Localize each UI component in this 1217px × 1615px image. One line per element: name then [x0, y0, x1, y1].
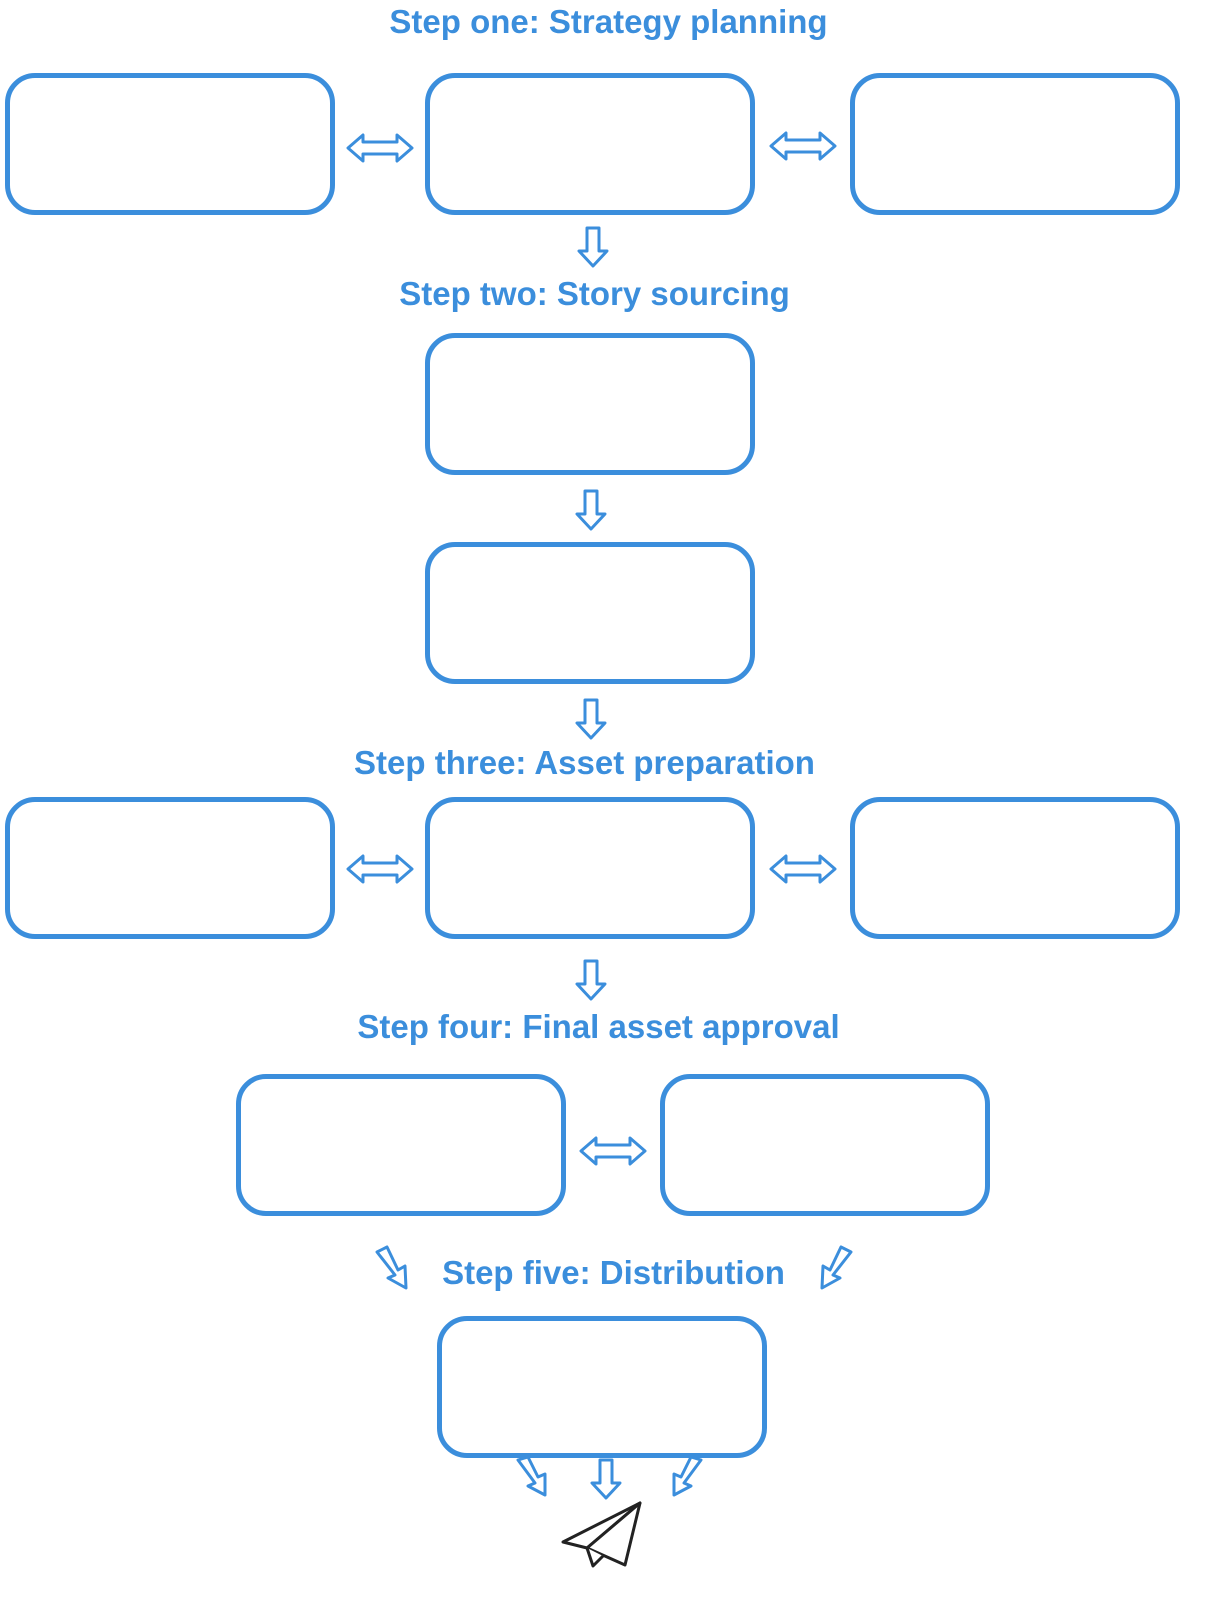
step-three-box-left[interactable] — [5, 797, 335, 939]
step-one-box-left[interactable] — [5, 73, 335, 215]
step-two-title: Step two: Story sourcing — [399, 275, 790, 312]
diagonal-down-left-arrow-icon — [820, 1245, 853, 1290]
step-three-title: Step three: Asset preparation — [354, 744, 815, 781]
down-arrow-icon — [575, 959, 607, 1001]
step-five-title: Step five: Distribution — [442, 1254, 785, 1291]
diagonal-down-right-arrow-icon — [375, 1245, 408, 1290]
step-two-box-top[interactable] — [425, 333, 755, 475]
down-arrow-icon — [575, 489, 607, 531]
step-four-title: Step four: Final asset approval — [357, 1008, 840, 1045]
step-one-box-center[interactable] — [425, 73, 755, 215]
paper-plane-icon — [561, 1501, 642, 1568]
step-one-box-right[interactable] — [850, 73, 1180, 215]
step-four-box-left[interactable] — [236, 1074, 566, 1216]
step-five-box[interactable] — [437, 1316, 767, 1458]
double-arrow-icon — [346, 854, 414, 884]
diagonal-down-left-arrow-icon — [672, 1455, 703, 1497]
step-three-box-right[interactable] — [850, 797, 1180, 939]
double-arrow-icon — [769, 131, 837, 161]
step-three-box-center[interactable] — [425, 797, 755, 939]
double-arrow-icon — [346, 133, 414, 163]
diagonal-down-right-arrow-icon — [516, 1455, 547, 1497]
double-arrow-icon — [579, 1136, 647, 1166]
double-arrow-icon — [769, 854, 837, 884]
step-four-box-right[interactable] — [660, 1074, 990, 1216]
down-arrow-icon — [577, 226, 609, 268]
down-arrow-icon — [575, 698, 607, 740]
step-two-box-bottom[interactable] — [425, 542, 755, 684]
step-one-title: Step one: Strategy planning — [389, 3, 828, 40]
down-arrow-icon — [590, 1458, 622, 1500]
